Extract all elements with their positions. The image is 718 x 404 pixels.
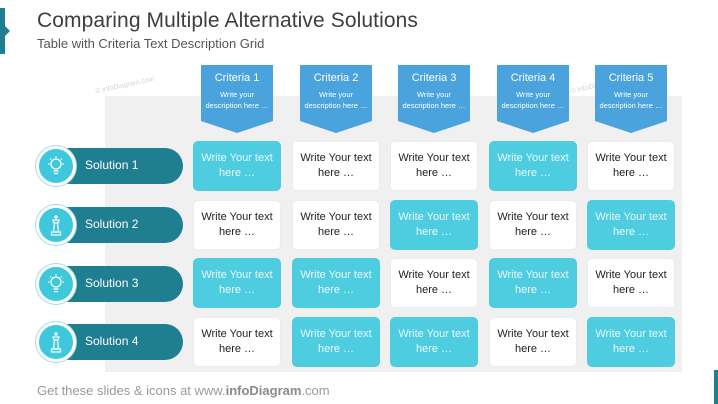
lightbulb-icon [48, 156, 64, 175]
footer-prefix: Get these slides & icons at www. [37, 383, 226, 398]
left-accent-bar [0, 8, 10, 54]
footer-suffix: .com [301, 383, 330, 398]
criteria-description: Write your description here … [304, 90, 368, 110]
solution-title: Solution 4 [85, 334, 139, 348]
criteria-title: Criteria 2 [313, 72, 359, 84]
grid-cell: Write Your text here … [489, 141, 577, 191]
criteria-title: Criteria 5 [608, 72, 654, 84]
grid-cell: Write Your text here … [292, 141, 380, 191]
solution-icon-circle [36, 205, 76, 245]
chess-king-icon [50, 215, 62, 236]
grid-cell: Write Your text here … [390, 317, 478, 367]
criteria-banner-shape [398, 65, 470, 133]
page-title: Comparing Multiple Alternative Solutions [37, 9, 419, 32]
criteria-description: Write your description here … [402, 90, 466, 110]
lightbulb-icon [48, 274, 64, 293]
grid-cell: Write Your text here … [587, 141, 675, 191]
solution-title: Solution 1 [85, 158, 139, 172]
footer: Get these slides & icons at www.infoDiag… [37, 383, 330, 398]
right-accent-bar [714, 370, 718, 404]
solution-label-2: Solution 2 [36, 205, 183, 245]
solution-title: Solution 3 [85, 276, 139, 290]
grid-cell: Write Your text here … [489, 200, 577, 250]
grid-cell: Write Your text here … [587, 200, 675, 250]
grid-cell: Write Your text here … [193, 141, 281, 191]
grid-cell: Write Your text here … [390, 200, 478, 250]
grid-cell: Write Your text here … [292, 258, 380, 308]
grid-cell: Write Your text here … [587, 258, 675, 308]
criteria-header-4: Criteria 4 Write your description here … [497, 65, 569, 133]
criteria-banner-shape [201, 65, 273, 133]
criteria-description: Write your description here … [599, 90, 663, 110]
grid-cell: Write Your text here … [292, 317, 380, 367]
chess-king-icon [50, 332, 62, 353]
criteria-banner-shape [595, 65, 667, 133]
criteria-title: Criteria 3 [411, 72, 457, 84]
grid-cell: Write Your text here … [587, 317, 675, 367]
criteria-header-1: Criteria 1 Write your description here … [201, 65, 273, 133]
criteria-title: Criteria 1 [214, 72, 260, 84]
criteria-header-5: Criteria 5 Write your description here … [595, 65, 667, 133]
grid-cell: Write Your text here … [489, 317, 577, 367]
solution-title: Solution 2 [85, 217, 139, 231]
solution-label-4: Solution 4 [36, 322, 183, 362]
solution-label-1: Solution 1 [36, 146, 183, 186]
criteria-header-2: Criteria 2 Write your description here … [300, 65, 372, 133]
solution-label-3: Solution 3 [36, 264, 183, 304]
watermark: © infoDiagram.com [94, 75, 156, 96]
criteria-banner-shape [497, 65, 569, 133]
criteria-header-3: Criteria 3 Write your description here … [398, 65, 470, 133]
criteria-description: Write your description here … [205, 90, 269, 110]
solution-icon-circle [36, 264, 76, 304]
solution-icon-circle [36, 146, 76, 186]
grid-cell: Write Your text here … [390, 258, 478, 308]
criteria-banner-shape [300, 65, 372, 133]
grid-cell: Write Your text here … [292, 200, 380, 250]
footer-brand: infoDiagram [225, 383, 302, 398]
grid-cell: Write Your text here … [390, 141, 478, 191]
grid-cell: Write Your text here … [193, 258, 281, 308]
grid-cell: Write Your text here … [489, 258, 577, 308]
solution-icon-circle [36, 322, 76, 362]
grid-cell: Write Your text here … [193, 317, 281, 367]
grid-cell: Write Your text here … [193, 200, 281, 250]
criteria-title: Criteria 4 [510, 72, 556, 84]
page-subtitle: Table with Criteria Text Description Gri… [37, 36, 265, 51]
criteria-description: Write your description here … [501, 90, 565, 110]
